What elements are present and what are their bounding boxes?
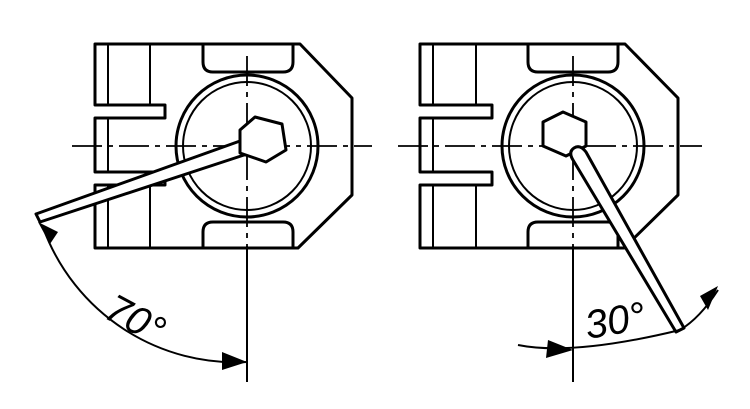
left-arc-arrow-end	[222, 352, 247, 370]
right-arc-arrow-end	[700, 286, 718, 310]
right-body-outline	[418, 42, 680, 250]
left-view: 70°	[34, 42, 372, 382]
left-top-slot	[201, 44, 295, 74]
right-view: 30°	[398, 42, 719, 382]
left-hex	[238, 115, 288, 164]
right-arc-arrow-start	[546, 340, 573, 358]
right-angle-label: 30°	[582, 294, 649, 348]
left-angle-arc	[43, 229, 248, 364]
left-arc-arrow-start	[38, 222, 58, 244]
left-bottom-slot	[201, 220, 295, 248]
left-lever	[34, 138, 254, 224]
left-body-outline	[93, 42, 354, 250]
right-lever	[569, 145, 686, 334]
right-hex	[541, 110, 588, 158]
left-angle-label: 70°	[98, 286, 172, 353]
